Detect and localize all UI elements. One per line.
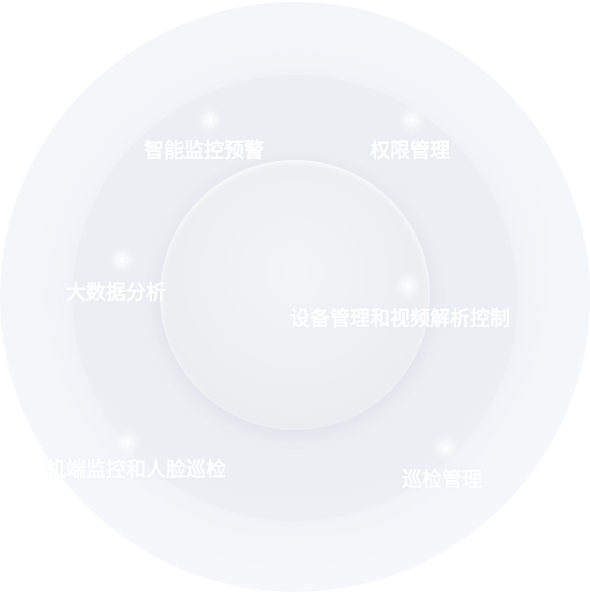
glow-dot-icon: [118, 256, 126, 264]
glow-dot-icon: [442, 444, 450, 452]
module-device-video-control-button[interactable]: 设备管理和视频解析控制: [290, 302, 510, 331]
inner-circle: [160, 160, 430, 430]
module-permission-management-button[interactable]: 权限管理: [370, 134, 450, 163]
glow-dot-icon: [408, 116, 416, 124]
module-smart-monitoring-button[interactable]: 智能监控预警: [144, 134, 264, 163]
module-patrol-management-button[interactable]: 巡检管理: [402, 463, 482, 492]
module-drone-face-patrol-button[interactable]: 机端监控和人脸巡检: [46, 453, 226, 482]
glow-dot-icon: [404, 282, 412, 290]
module-big-data-analysis-button[interactable]: 大数据分析: [66, 276, 166, 305]
glow-dot-icon: [206, 116, 214, 124]
glow-dot-icon: [124, 438, 132, 446]
